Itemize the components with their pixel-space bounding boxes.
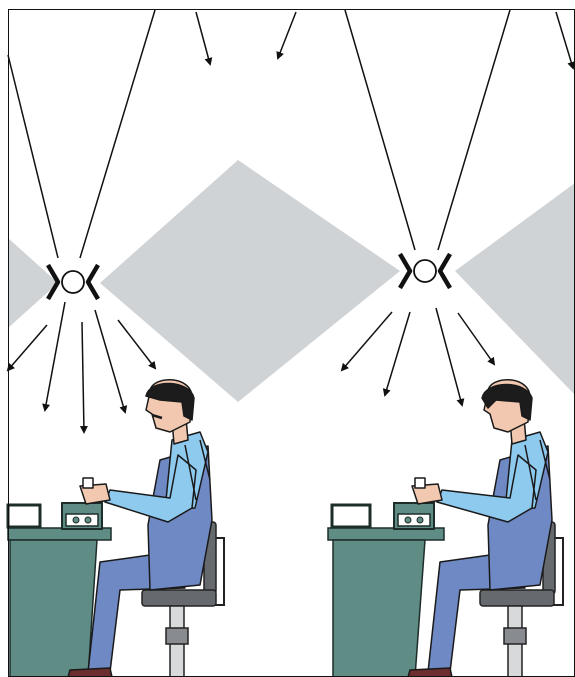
- workstation-left: [8, 380, 224, 677]
- light-beam-left-edge: [8, 238, 58, 328]
- light-rays-down-left: [8, 302, 155, 432]
- light-beams: [8, 160, 575, 402]
- desk-right: [328, 503, 444, 677]
- ceiling-lamp-left: [48, 265, 98, 299]
- ceiling-lamp-right: [400, 254, 450, 288]
- light-rays-down-right: [342, 308, 494, 405]
- light-beam-center: [100, 160, 400, 402]
- light-beam-right: [455, 183, 575, 395]
- workstation-right: [328, 380, 563, 677]
